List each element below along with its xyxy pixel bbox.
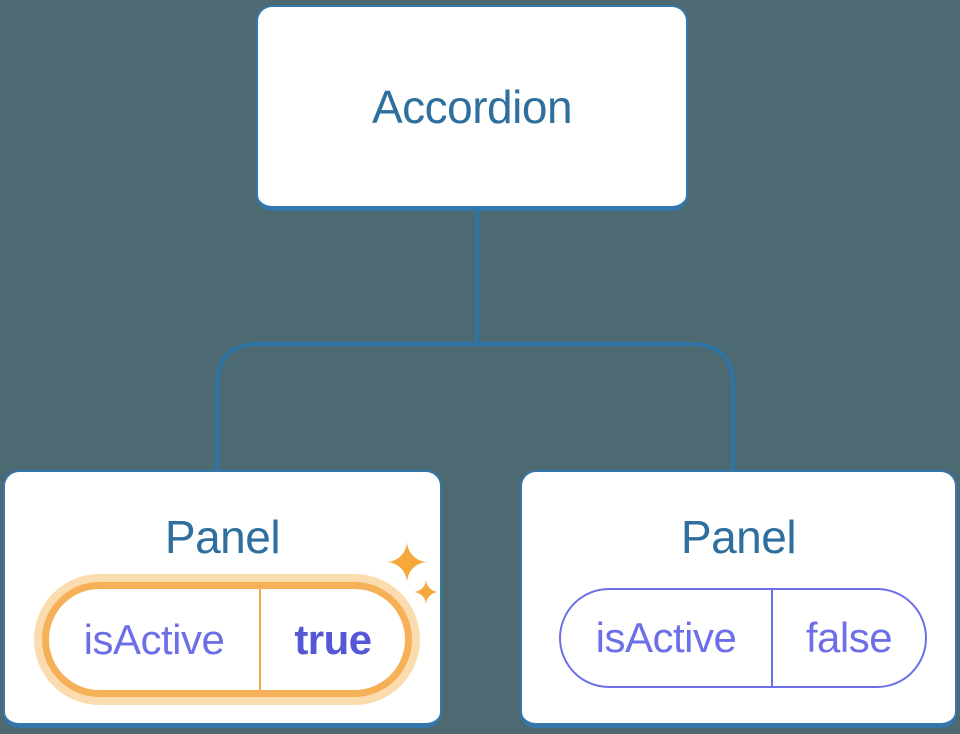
state-pill-active: isActive true [42,582,412,697]
sparkle-large [386,541,428,583]
panel-component-label: Panel [680,511,797,563]
sparkle-icon [386,541,439,605]
panel-component-box-active: Panel isActive true [3,470,442,728]
state-pill-inactive: isActive false [559,588,927,688]
connector-branches [215,342,735,472]
state-value: false [805,614,893,661]
panel-component-box-inactive: Panel isActive false [520,470,957,728]
accordion-component-label: Accordion [371,80,573,133]
state-key: isActive [561,590,773,686]
panel-component-label: Panel [164,511,281,563]
sparkle-small [413,579,439,605]
accordion-component-box: Accordion [256,5,688,211]
state-key: isActive [49,589,261,690]
state-value: true [294,615,372,663]
